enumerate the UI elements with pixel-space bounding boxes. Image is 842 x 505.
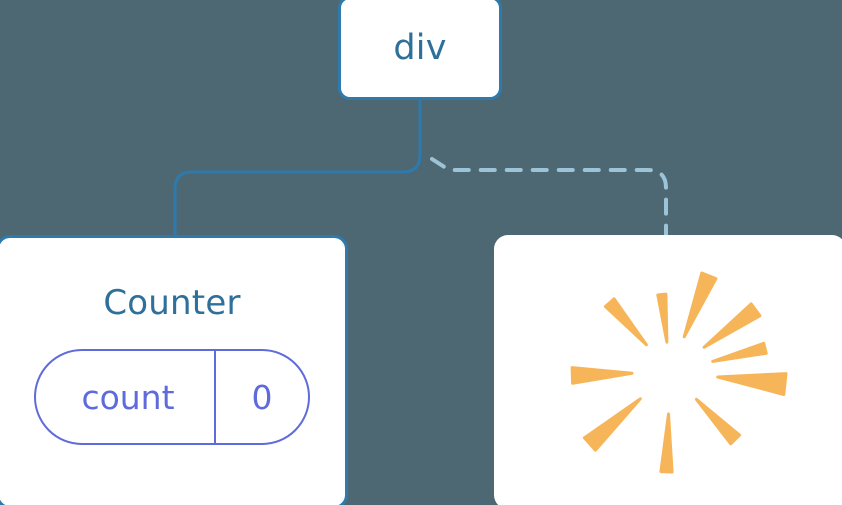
burst-ray-7	[694, 397, 742, 446]
burst-ray-9	[711, 341, 768, 363]
burst-ray-5	[716, 372, 788, 396]
burst-ray-0	[682, 271, 718, 339]
node-burst[interactable]	[494, 235, 842, 505]
burst-ray-2	[603, 297, 648, 347]
node-counter[interactable]: Counter count 0	[0, 235, 348, 505]
sparkle-burst-icon	[570, 271, 788, 474]
state-pill-value: 0	[214, 351, 308, 443]
burst-ray-8	[659, 412, 674, 474]
burst-ray-6	[582, 397, 642, 452]
burst-ray-4	[570, 366, 634, 385]
state-pill-key: count	[81, 377, 175, 417]
burst-ray-1	[656, 292, 669, 344]
connector-div-to-counter	[173, 98, 422, 240]
state-pill-count[interactable]: count 0	[34, 349, 310, 445]
connector-div-to-burst	[430, 157, 668, 240]
node-counter-title: Counter	[103, 283, 241, 323]
burst-ray-3	[702, 302, 762, 349]
node-div[interactable]: div	[338, 0, 502, 100]
node-div-label: div	[393, 27, 447, 68]
